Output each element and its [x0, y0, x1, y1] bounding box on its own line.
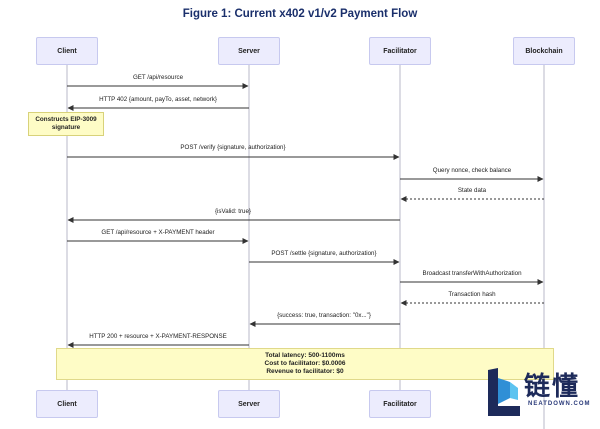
logo-text-en: NEATDOWN.COM: [528, 401, 591, 407]
message-label-2: HTTP 402 {amount, payTo, asset, network}: [99, 96, 217, 103]
note-client-signature: Constructs EIP-3009 signature: [28, 112, 104, 136]
actor-client-bottom: Client: [36, 390, 98, 418]
summary-cost: Cost to facilitator: $0.0006: [264, 359, 346, 367]
message-label-11: {success: true, transaction: "0x..."}: [277, 312, 371, 319]
message-label-9: Broadcast transferWithAuthorization: [422, 270, 522, 277]
watermark-logo: 链懂 NEATDOWN.COM: [484, 364, 596, 420]
actor-facilitator-bottom: Facilitator: [369, 390, 431, 418]
summary-note: Total latency: 500-1100ms Cost to facili…: [56, 348, 554, 380]
message-label-12: HTTP 200 + resource + X-PAYMENT-RESPONSE: [89, 333, 227, 340]
actor-server-top: Server: [218, 37, 280, 65]
actor-server-bottom: Server: [218, 390, 280, 418]
actor-client-top: Client: [36, 37, 98, 65]
message-label-7: GET /api/resource + X-PAYMENT header: [101, 229, 215, 236]
message-label-3: POST /verify {signature, authorization}: [180, 144, 286, 151]
figure-title: Figure 1: Current x402 v1/v2 Payment Flo…: [182, 8, 418, 20]
message-label-10: Transaction hash: [448, 291, 496, 298]
message-label-8: POST /settle {signature, authorization}: [271, 250, 377, 257]
logo-text-cn: 链懂: [524, 372, 581, 402]
message-label-6: {isValid: true}: [214, 208, 252, 215]
summary-latency: Total latency: 500-1100ms: [265, 351, 345, 359]
actor-blockchain-top: Blockchain: [513, 37, 575, 65]
summary-revenue: Revenue to facilitator: $0: [266, 368, 344, 376]
actor-facilitator-top: Facilitator: [369, 37, 431, 65]
note-line-1: Constructs EIP-3009: [35, 116, 97, 124]
note-line-2: signature: [51, 124, 81, 131]
logo-mark-icon: [488, 368, 520, 416]
message-label-4: Query nonce, check balance: [432, 167, 512, 174]
message-label-1: GET /api/resource: [132, 74, 184, 81]
message-label-5: State data: [457, 187, 487, 194]
